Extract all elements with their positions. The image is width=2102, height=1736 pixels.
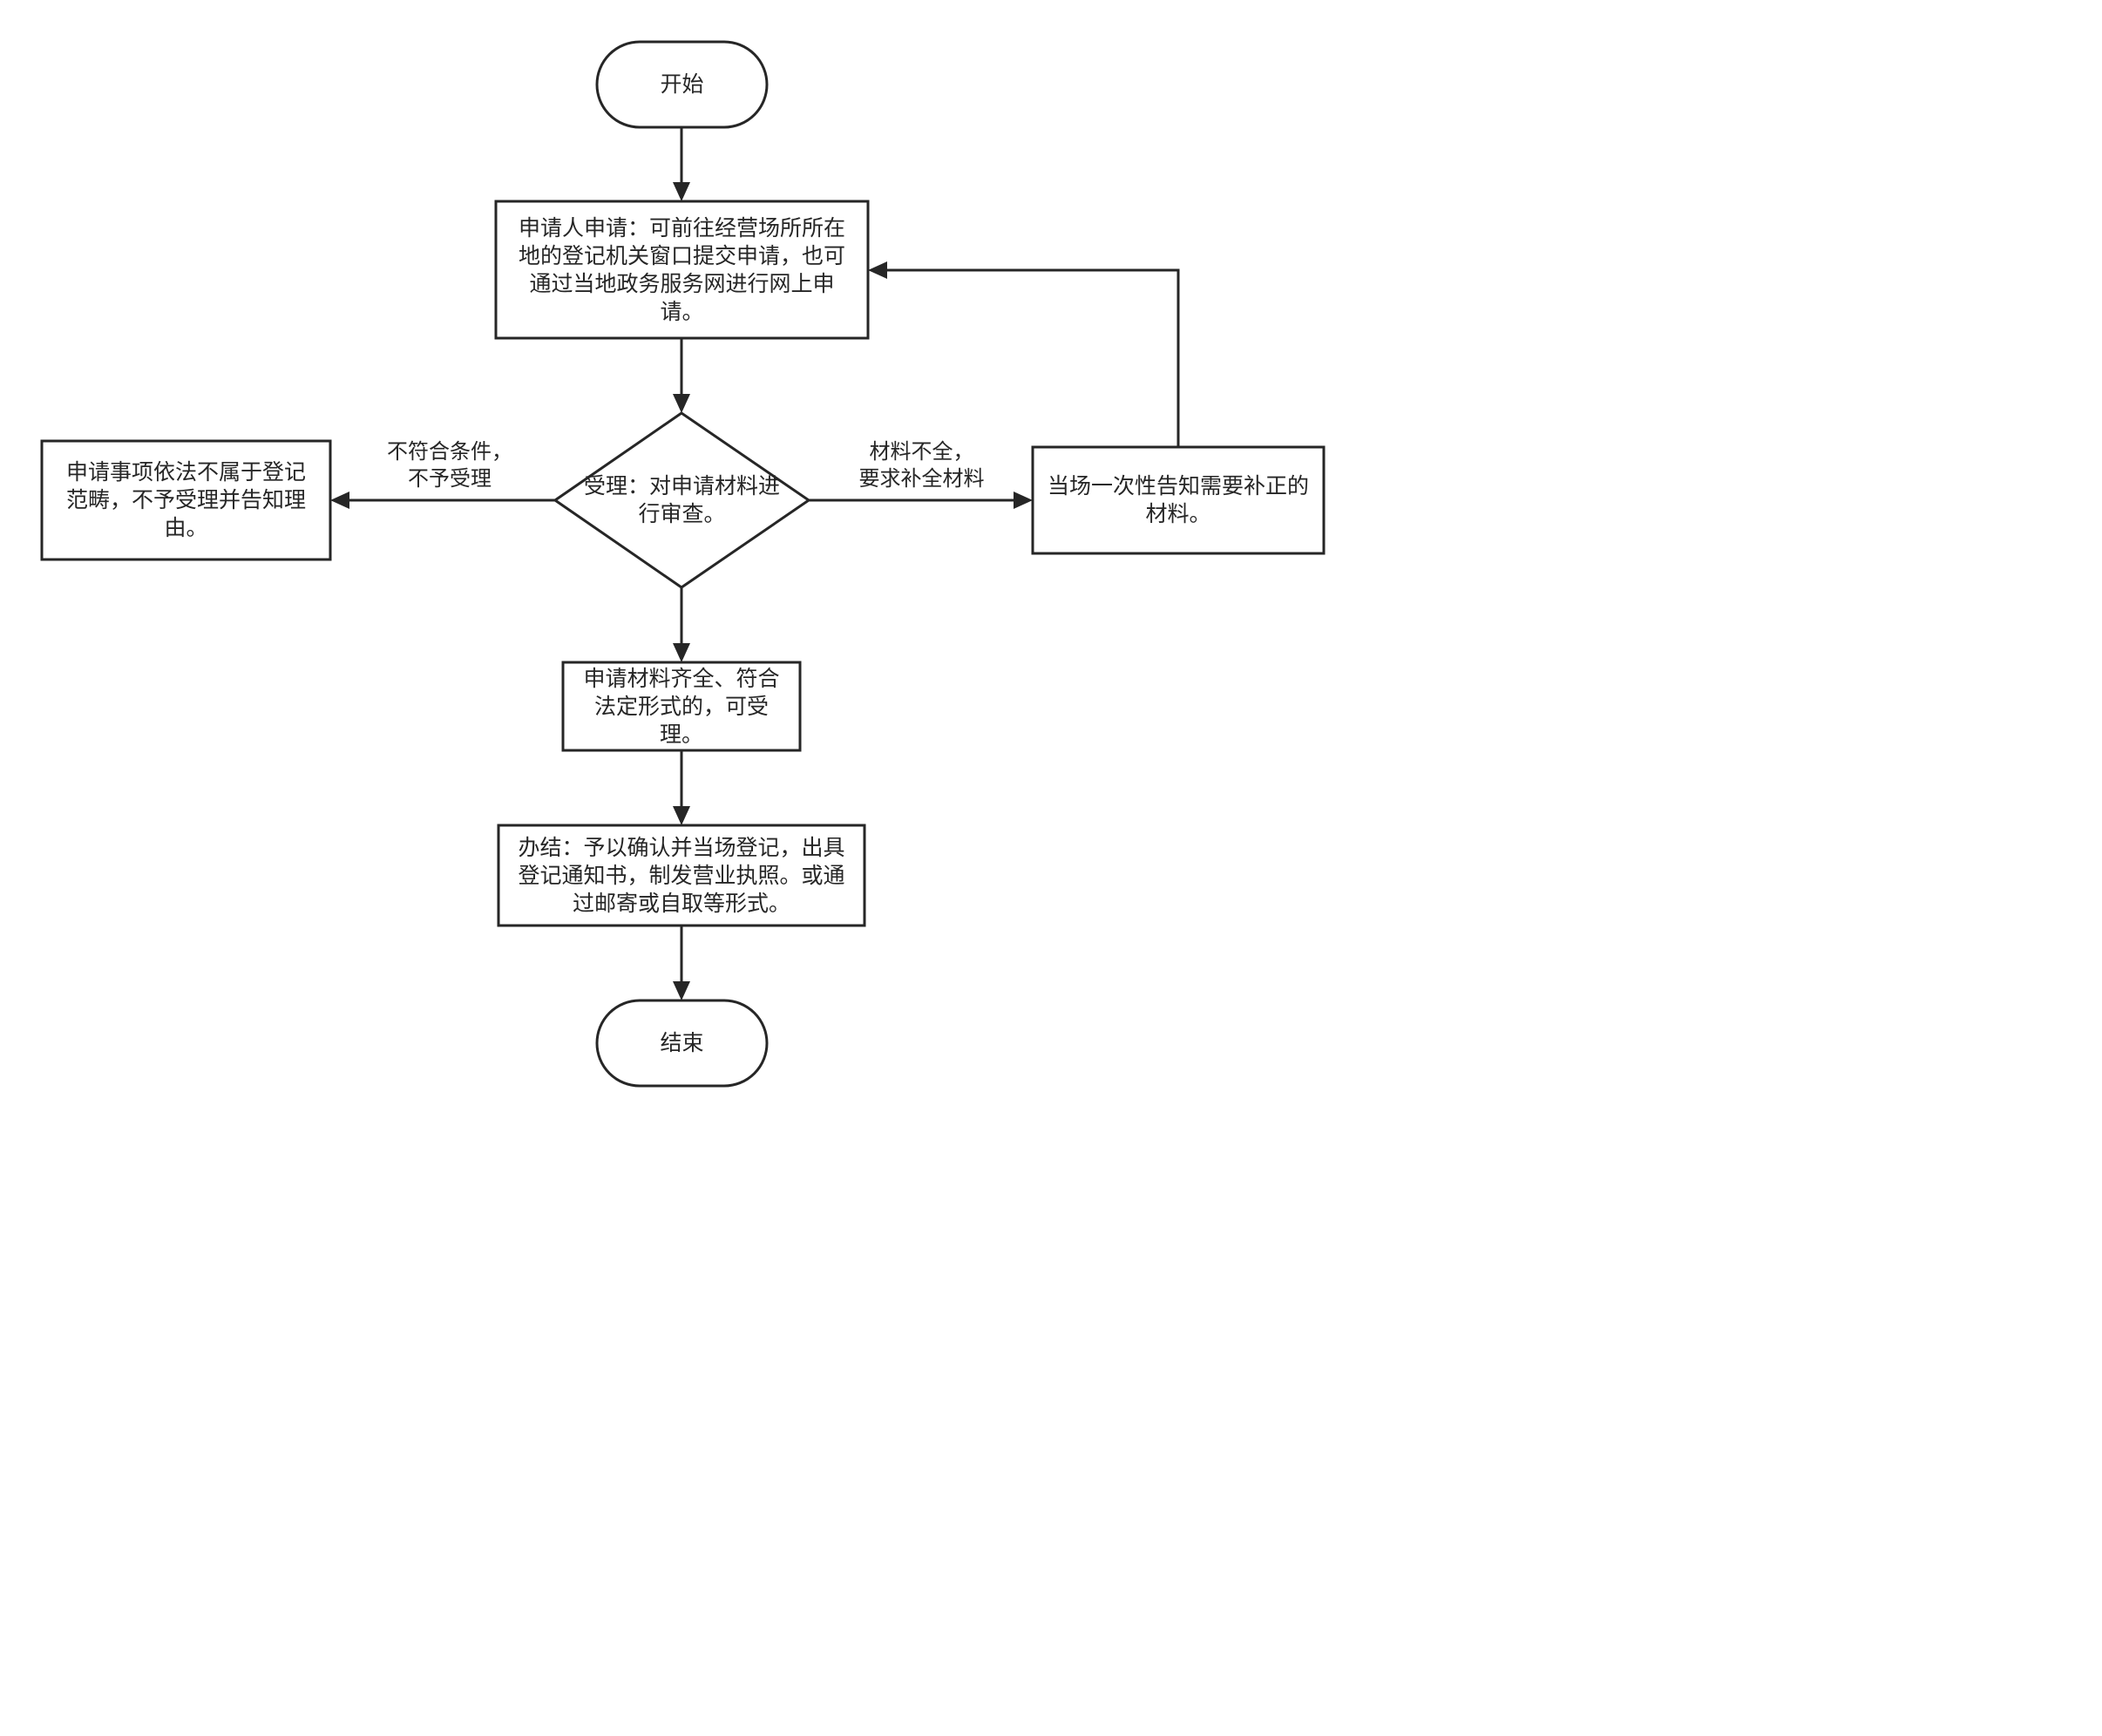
review-node-label: 受理：对申请材料进行审查。 [583, 473, 780, 526]
start-node: 开始 [597, 42, 767, 127]
finish-node: 办结：予以确认并当场登记，出具登记通知书，制发营业执照。或通过邮寄或自取等形式。 [498, 825, 865, 926]
supplement-node-label: 当场一次性告知需要补正的材料。 [1047, 473, 1309, 526]
review-node: 受理：对申请材料进行审查。 [575, 462, 789, 539]
arrowhead-apply [673, 182, 690, 201]
apply-node: 申请人申请：可前往经营场所所在地的登记机关窗口提交申请，也可通过当地政务服务网进… [496, 201, 868, 338]
reject-node: 申请事项依法不属于登记范畴，不予受理并告知理由。 [42, 441, 330, 559]
apply-node-label: 申请人申请：可前往经营场所所在地的登记机关窗口提交申请，也可通过当地政务服务网进… [518, 214, 845, 324]
reject-branch-label: 不符合条件， 不予受理 [387, 439, 512, 491]
reject-process-shape [40, 439, 332, 561]
end-terminator-shape [595, 999, 769, 1088]
arrowhead-supplement [1014, 492, 1033, 509]
arrowhead-accept [673, 643, 690, 662]
supplement-node: 当场一次性告知需要补正的材料。 [1033, 447, 1324, 553]
finish-node-label: 办结：予以确认并当场登记，出具登记通知书，制发营业执照。或通过邮寄或自取等形式。 [518, 834, 845, 916]
supplement-branch-label: 材料不全， 要求补全材料 [858, 439, 985, 491]
end-node: 结束 [597, 1000, 767, 1086]
arrowhead-return-apply [868, 261, 887, 279]
arrowhead-end [673, 981, 690, 1000]
accept-node-label: 申请材料齐全、符合法定形式的，可受理。 [583, 665, 780, 747]
arrowhead-reject [330, 492, 349, 509]
accept-node: 申请材料齐全、符合法定形式的，可受理。 [563, 662, 800, 750]
reject-node-label: 申请事项依法不属于登记范畴，不予受理并告知理由。 [65, 459, 306, 540]
flowchart-canvas [40, 40, 1326, 1088]
apply-process-shape [494, 200, 870, 340]
edge-supplement-to-apply [887, 268, 1180, 447]
end-node-label: 结束 [660, 1030, 704, 1055]
arrowhead-review [673, 394, 690, 413]
start-node-label: 开始 [660, 71, 704, 97]
arrowhead-finish [673, 806, 690, 825]
